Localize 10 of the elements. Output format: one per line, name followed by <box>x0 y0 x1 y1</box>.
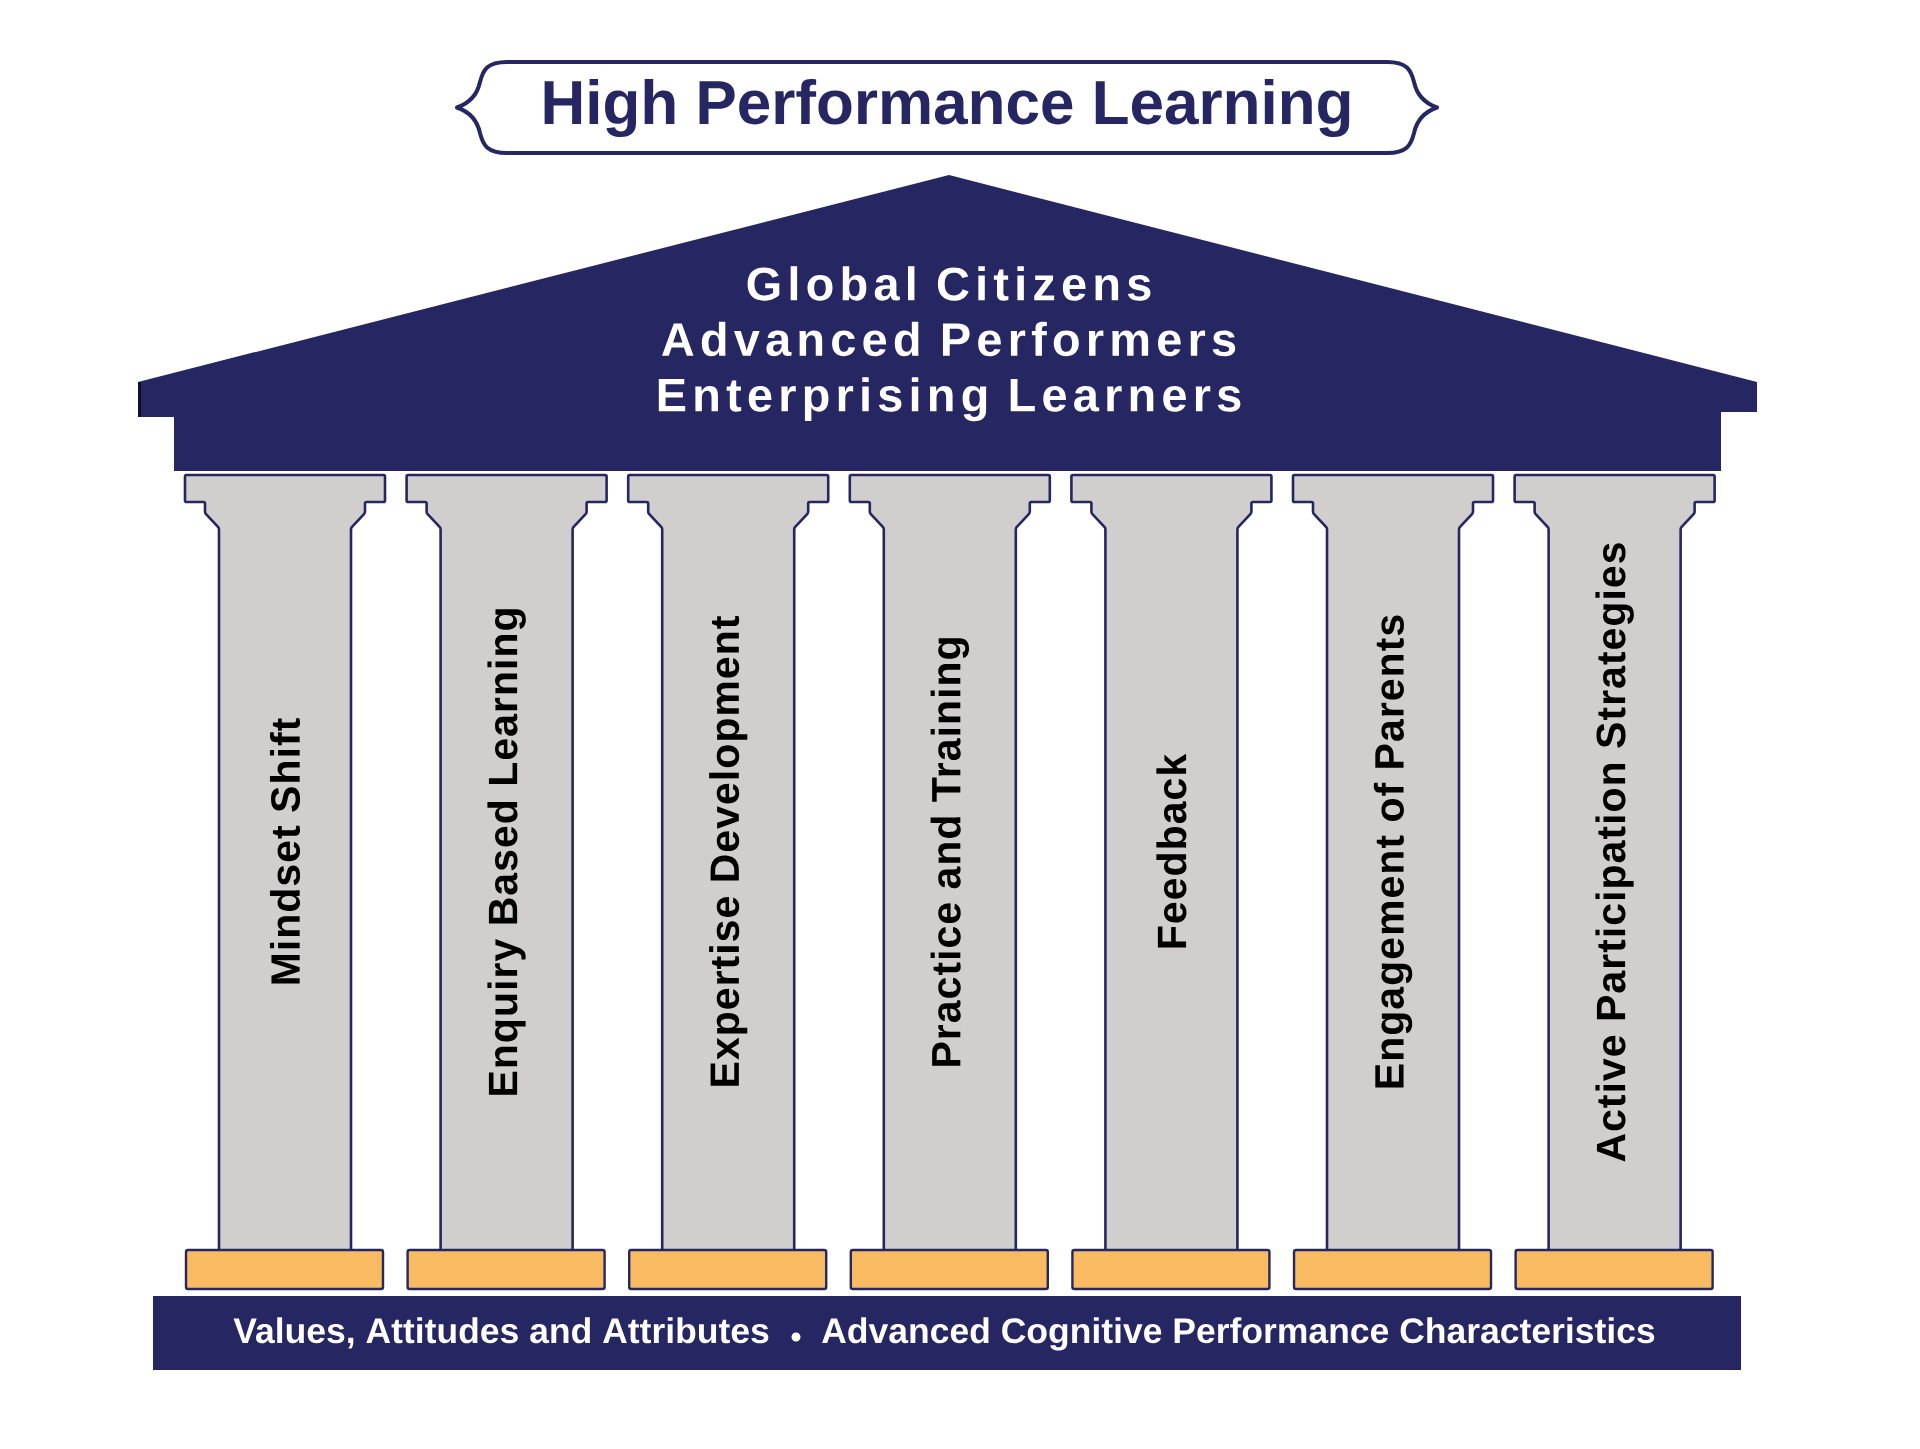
pillar: Feedback <box>1070 473 1273 1291</box>
foundation-band: Values, Attitudes and Attributes Advanced Cognitive Performance Characteristics <box>153 1296 1741 1370</box>
pillar: Active Participation Strategies <box>1513 473 1716 1291</box>
pillar: Practice and Training <box>848 473 1052 1291</box>
pillar: Engagement of Parents <box>1291 473 1495 1291</box>
pillar: Expertise Development <box>626 473 830 1291</box>
pillar: Enquiry Based Learning <box>405 473 608 1291</box>
pillar: Mindset Shift <box>183 473 387 1291</box>
roof: Global Citizens Advanced Performers Enterprising Learners <box>138 175 1757 471</box>
title-banner: High Performance Learning <box>455 60 1439 155</box>
